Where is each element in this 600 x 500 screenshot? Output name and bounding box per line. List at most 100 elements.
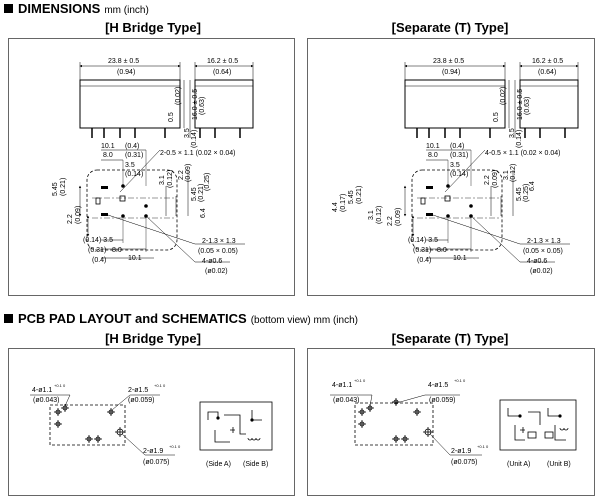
svg-text:2-1.3 × 1.3: 2-1.3 × 1.3 (527, 238, 561, 245)
square-bullet-icon (4, 4, 13, 13)
svg-text:4-ø1.5: 4-ø1.5 (428, 382, 448, 389)
svg-text:5.45: 5.45 (348, 190, 355, 204)
svg-text:8.0: 8.0 (437, 247, 447, 254)
svg-text:4-0.5 × 1.1 (0.02 × 0.04): 4-0.5 × 1.1 (0.02 × 0.04) (485, 150, 561, 157)
hole-marker-icon (358, 420, 366, 428)
hole-marker-icon (413, 408, 421, 416)
separate-dim-title: [Separate (T) Type] (391, 20, 509, 35)
svg-text:(0.09): (0.09) (185, 164, 192, 182)
h-bridge-pcb-layout: 4-ø1.1 +0.1 0 (ø0.043) 2-ø1.5 +0.1 0 (ø0… (30, 383, 273, 468)
svg-text:(0.25): (0.25) (204, 173, 211, 191)
svg-text:(0.12): (0.12) (510, 164, 517, 182)
svg-text:(0.14) 3.5: (0.14) 3.5 (408, 237, 438, 244)
svg-text:(0.14): (0.14) (125, 171, 143, 178)
svg-text:16.2 ± 0.5: 16.2 ± 0.5 (532, 58, 563, 65)
svg-text:(0.4): (0.4) (450, 143, 464, 150)
svg-text:16.0 ± 0.5: 16.0 ± 0.5 (192, 89, 199, 120)
svg-text:10.1: 10.1 (128, 255, 142, 262)
svg-text:3.1: 3.1 (368, 210, 375, 220)
separate-dimension-drawing: 23.8 ± 0.5 (0.94) 16.2 ± 0.5 (0.64) 0.5 … (332, 58, 578, 275)
svg-text:+0.1 0: +0.1 0 (154, 383, 166, 388)
svg-text:(0.21): (0.21) (198, 184, 205, 202)
svg-text:(ø0.043): (ø0.043) (33, 397, 59, 404)
svg-text:2-ø1.9: 2-ø1.9 (143, 448, 163, 455)
svg-text:(0.09): (0.09) (492, 170, 499, 188)
svg-text:8.0: 8.0 (112, 247, 122, 254)
svg-text:(0.09): (0.09) (75, 206, 82, 224)
hole-marker-icon (85, 435, 93, 443)
h-bridge-dimension-drawing: 23.8 ± 0.5 (0.94) 16.2 ± 0.5 (0.64) 0.5 … (52, 58, 253, 275)
schematic-box (499, 399, 577, 451)
svg-text:(0.63): (0.63) (524, 97, 531, 115)
svg-text:5.45: 5.45 (516, 187, 523, 201)
svg-text:23.8 ± 0.5: 23.8 ± 0.5 (433, 58, 464, 65)
svg-text:2-ø1.9: 2-ø1.9 (451, 448, 471, 455)
svg-text:3.5: 3.5 (125, 162, 135, 169)
svg-text:(ø0.075): (ø0.075) (451, 459, 477, 466)
svg-text:(0.02): (0.02) (175, 87, 182, 105)
svg-text:(Unit A): (Unit A) (507, 461, 530, 468)
svg-text:8.0: 8.0 (103, 152, 113, 159)
svg-text:(0.14): (0.14) (516, 130, 523, 148)
svg-text:6.4: 6.4 (529, 181, 536, 191)
h-bridge-pcb-title: [H Bridge Type] (105, 331, 201, 346)
hole-marker-icon (392, 398, 400, 406)
svg-text:+0.1 0: +0.1 0 (454, 378, 466, 383)
h-bridge-dim-title: [H Bridge Type] (105, 20, 201, 35)
svg-text:(Unit B): (Unit B) (547, 461, 571, 468)
svg-text:(0.14): (0.14) (191, 130, 198, 148)
svg-text:(ø0.02): (ø0.02) (530, 268, 553, 275)
svg-text:(Side A): (Side A) (206, 461, 231, 468)
svg-text:(ø0.043): (ø0.043) (333, 397, 359, 404)
svg-text:8.0: 8.0 (428, 152, 438, 159)
hole-marker-icon (107, 408, 115, 416)
svg-text:2-0.5 × 1.1 (0.02 × 0.04): 2-0.5 × 1.1 (0.02 × 0.04) (160, 150, 236, 157)
svg-text:2.2: 2.2 (67, 214, 74, 224)
svg-text:10.1: 10.1 (453, 255, 467, 262)
svg-text:(0.05 × 0.05): (0.05 × 0.05) (198, 248, 238, 255)
hole-marker-icon (54, 420, 62, 428)
svg-text:(0.31): (0.31) (413, 247, 431, 254)
hole-marker-icon (423, 427, 433, 437)
hole-marker-icon (94, 435, 102, 443)
hole-marker-icon (392, 435, 400, 443)
svg-text:3.5: 3.5 (450, 162, 460, 169)
svg-text:2.2: 2.2 (178, 170, 185, 180)
svg-text:+0.1 0: +0.1 0 (477, 444, 489, 449)
svg-text:(0.4): (0.4) (125, 143, 139, 150)
h-bridge-dimension-panel (8, 38, 295, 296)
svg-text:(0.21): (0.21) (356, 186, 363, 204)
svg-text:4.4: 4.4 (332, 202, 339, 212)
svg-text:3.5: 3.5 (509, 128, 516, 138)
svg-text:4-ø1.1: 4-ø1.1 (332, 382, 352, 389)
svg-text:16.2 ± 0.5: 16.2 ± 0.5 (207, 58, 238, 65)
svg-text:0.5: 0.5 (168, 112, 175, 122)
svg-text:(0.12): (0.12) (376, 206, 383, 224)
svg-text:4-ø0.6: 4-ø0.6 (202, 258, 222, 265)
svg-text:(0.63): (0.63) (199, 97, 206, 115)
svg-text:(0.14): (0.14) (450, 171, 468, 178)
svg-text:(0.64): (0.64) (538, 69, 556, 76)
square-bullet-icon (4, 314, 13, 323)
svg-text:3.1: 3.1 (159, 175, 166, 185)
svg-text:2-ø1.5: 2-ø1.5 (128, 387, 148, 394)
svg-text:(0.14) 3.5: (0.14) 3.5 (83, 237, 113, 244)
svg-text:10.1: 10.1 (101, 143, 115, 150)
svg-text:6.4: 6.4 (200, 208, 207, 218)
svg-text:(0.02): (0.02) (500, 87, 507, 105)
svg-text:(0.21): (0.21) (60, 178, 67, 196)
svg-text:3.1: 3.1 (503, 170, 510, 180)
svg-text:(0.09): (0.09) (395, 208, 402, 226)
svg-text:4-ø0.6: 4-ø0.6 (527, 258, 547, 265)
svg-text:(0.64): (0.64) (213, 69, 231, 76)
svg-text:(ø0.059): (ø0.059) (128, 397, 154, 404)
separate-dimension-panel (307, 38, 595, 296)
svg-text:+0.1 0: +0.1 0 (169, 444, 181, 449)
svg-text:(0.31): (0.31) (88, 247, 106, 254)
coil-schematic-icon (507, 408, 569, 441)
svg-text:(0.31): (0.31) (125, 152, 143, 159)
svg-text:(ø0.059): (ø0.059) (429, 397, 455, 404)
schematic-box (199, 401, 273, 451)
hole-marker-icon (54, 408, 62, 416)
